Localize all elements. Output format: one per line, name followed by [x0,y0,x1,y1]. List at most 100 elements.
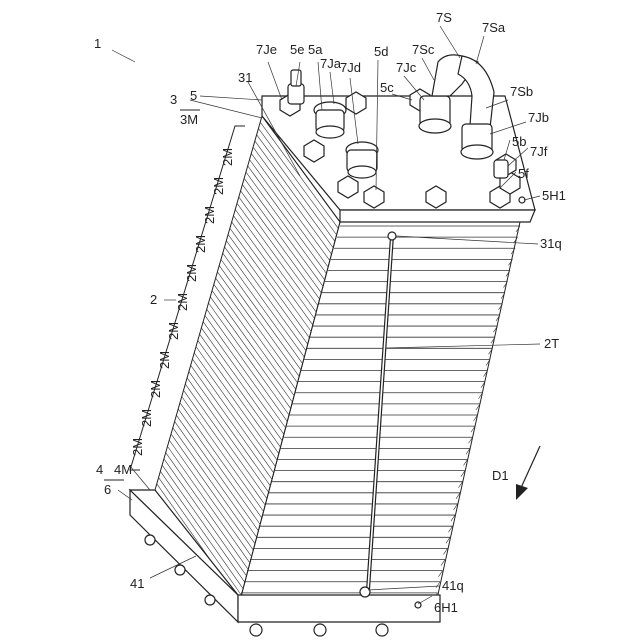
side-plate-line [232,222,311,331]
label-2M: 2M [139,409,154,427]
connector-7Je-tip [291,70,301,86]
leader-41q [368,586,440,590]
label-2M: 2M [157,351,172,369]
label-31q: 31q [540,236,562,251]
side-plate-line [248,166,327,274]
label-2M: 2M [220,148,235,166]
connector-7Jc-base [419,119,451,133]
side-plate-line [244,178,323,286]
side-plate-line [235,210,314,319]
tie-rod-head-top [388,232,396,240]
label-5: 5 [190,88,197,103]
side-plate-line [221,259,301,370]
label-2: 2 [150,292,157,307]
side-plate-line [230,228,310,338]
side-plate-line [228,234,308,344]
label-5e: 5e [290,42,304,57]
label-31: 31 [238,70,252,85]
leader-7S [440,26,460,58]
label-7Jc: 7Jc [396,60,417,75]
bolt [175,565,185,575]
label-41q: 41q [442,578,464,593]
side-plate-line [178,409,260,524]
side-plate-line [176,415,258,531]
bolt [250,624,262,636]
label-7Sb: 7Sb [510,84,533,99]
label-5b: 5b [512,134,526,149]
side-plate-line [219,266,299,377]
side-plate-line [216,278,296,389]
bolt [314,624,326,636]
label-5c: 5c [380,80,394,95]
label-7Jf: 7Jf [530,144,548,159]
label-6H1: 6H1 [434,600,458,615]
bolt [376,624,388,636]
label-7S: 7S [436,10,452,25]
direction-arrow-D1 [516,446,540,500]
label-2M: 2M [130,438,145,456]
bolt [205,595,215,605]
leader-7Je [268,62,282,100]
label-4M: 4M [114,462,132,477]
label-7Je: 7Je [256,42,277,57]
leader-1 [112,50,135,62]
side-plate-line [239,197,318,306]
connector-7Je [288,84,304,104]
label-4: 4 [96,462,103,477]
label-2M: 2M [202,206,217,224]
label-7Jd: 7Jd [340,60,361,75]
side-plate-line [242,185,321,293]
label-3: 3 [170,92,177,107]
label-6: 6 [104,482,111,497]
label-2M-group: 2M 2M 2M 2M 2M 2M 2M 2M 2M 2M 2M [130,148,235,456]
side-plate-line [223,253,303,363]
label-2M: 2M [211,177,226,195]
label-5H1: 5H1 [542,188,566,203]
leader-7Sa [476,36,484,64]
connector-7Jb-base [461,145,493,159]
label-2M: 2M [184,264,199,282]
side-plate-line [180,403,262,518]
label-2M: 2M [193,235,208,253]
leader-2T [386,344,540,348]
label-2M: 2M [148,380,163,398]
label-7Ja: 7Ja [320,56,342,71]
arrow-head [516,484,528,500]
label-1: 1 [94,36,101,51]
side-plate-line [173,428,255,544]
connector-7Jf [494,160,508,178]
bolt [145,535,155,545]
label-5a: 5a [308,42,323,57]
connector-7Ja-base [316,126,344,138]
label-7Sc: 7Sc [412,42,435,57]
tie-rod-head-bottom [360,587,370,597]
top-end-plate-edge [340,210,535,222]
label-3M: 3M [180,112,198,127]
side-plate-line [185,384,267,499]
side-plate-line [226,241,306,351]
side-plate-line [184,390,266,505]
label-7Sa: 7Sa [482,20,506,35]
leader-7Sc [422,58,434,80]
side-plate-line [214,284,294,395]
side-plate-line [175,421,257,537]
label-5d: 5d [374,44,388,59]
label-5f: 5f [518,166,529,181]
side-plate-line [217,272,297,383]
side-plate-line [233,216,312,325]
side-plate-line [182,397,264,512]
label-2M: 2M [175,293,190,311]
leader-3M [190,100,262,118]
side-plate-line [212,291,292,403]
label-2T: 2T [544,336,559,351]
side-plate-line [187,378,269,492]
side-plate-line [246,172,325,280]
label-2M: 2M [166,322,181,340]
label-7Jb: 7Jb [528,110,549,125]
side-plate-line [237,203,316,312]
side-plate-line [241,191,320,299]
side-plate-line [191,365,272,479]
side-plate-line [225,247,305,357]
leader-5 [200,96,262,100]
